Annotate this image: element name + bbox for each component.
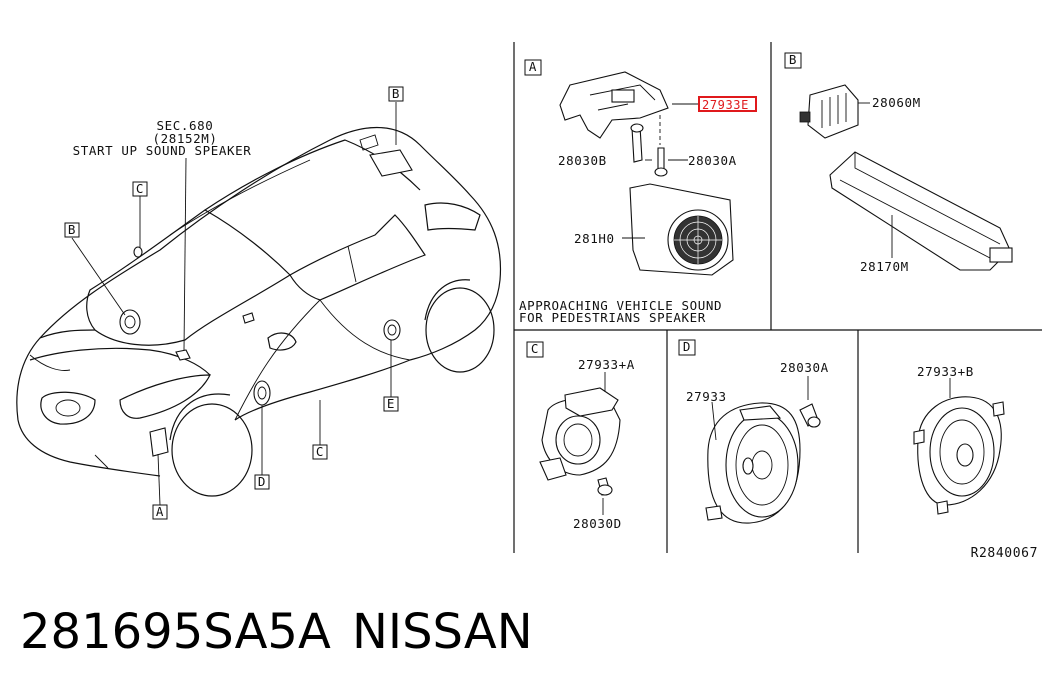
highlight-box xyxy=(698,96,757,112)
marker-box-b-top xyxy=(388,86,404,102)
panel-b-tag-box xyxy=(784,52,802,69)
panel-a-tag: A xyxy=(529,59,537,74)
panel-a-tag-box xyxy=(524,59,542,76)
label-28030a-d: 28030A xyxy=(780,360,829,375)
panel-d-tag: D xyxy=(683,339,691,354)
label-28060m: 28060M xyxy=(872,95,921,110)
marker-box-c-left xyxy=(132,181,148,197)
sec-desc-label: START UP SOUND SPEAKER xyxy=(73,143,252,158)
marker-box-a-bottom xyxy=(152,504,168,520)
marker-a-bottom: A xyxy=(156,504,164,519)
label-28030a-a: 28030A xyxy=(688,153,737,168)
panel-c-tag: C xyxy=(531,341,539,356)
panel-dividers xyxy=(513,42,1042,553)
label-27933-plus-b: 27933+B xyxy=(917,364,974,379)
marker-d-bottom: D xyxy=(258,474,266,489)
bolt-28030a xyxy=(657,147,665,171)
marker-e-side: E xyxy=(387,396,395,411)
marker-box-d-bottom xyxy=(254,474,270,490)
car-illustration xyxy=(16,86,502,520)
label-28030d: 28030D xyxy=(573,516,622,531)
panel-d xyxy=(678,339,821,524)
sec-ref-label: SEC.680 xyxy=(157,118,214,133)
sec-part-label: (28152M) xyxy=(152,131,217,146)
caption-line2: FOR PEDESTRIANS SPEAKER xyxy=(519,310,706,325)
label-28170m: 28170M xyxy=(860,259,909,274)
bracket-27933e xyxy=(559,71,669,139)
label-281h0: 281H0 xyxy=(574,231,615,246)
panel-b-tag: B xyxy=(789,52,797,67)
panel-a xyxy=(524,59,757,276)
module-28060m xyxy=(807,84,859,139)
panel-c xyxy=(526,341,621,515)
marker-c-left: C xyxy=(136,181,144,196)
label-27933: 27933 xyxy=(686,389,727,404)
highlight-part-27933e: 27933E xyxy=(702,98,749,112)
module-28170m xyxy=(829,151,1011,271)
label-28030b: 28030B xyxy=(558,153,607,168)
marker-box-b-left xyxy=(64,222,80,238)
panel-b xyxy=(784,52,1013,271)
label-27933-plus-a: 27933+A xyxy=(578,357,635,372)
diagram-code: R2840067 xyxy=(971,546,1038,561)
marker-box-e-side xyxy=(383,396,399,412)
marker-box-c-bottom xyxy=(312,444,328,460)
panel-c-tag-box xyxy=(526,341,544,358)
marker-b-left: B xyxy=(68,222,76,237)
part-number: 281695SA5A xyxy=(20,604,331,660)
panel-d-tag-box xyxy=(678,339,696,356)
brand-name: NISSAN xyxy=(352,604,533,660)
marker-b-top: B xyxy=(392,86,400,101)
caption-line1: APPROACHING VEHICLE SOUND xyxy=(519,298,722,313)
panel-e xyxy=(913,378,1005,515)
marker-c-bottom: C xyxy=(316,444,324,459)
